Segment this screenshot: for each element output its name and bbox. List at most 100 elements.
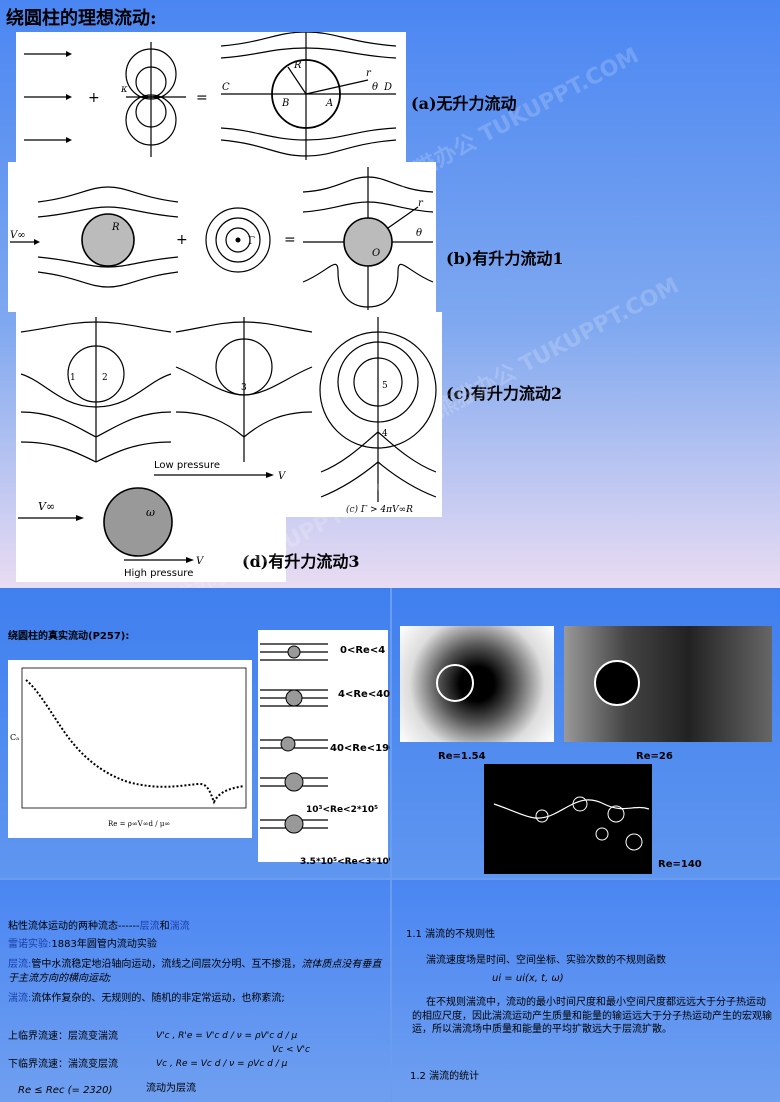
laminar-term: 层流 [139,921,160,932]
laminar-condition-text: 流动为层流 [146,1083,196,1094]
svg-text:+: + [176,232,188,248]
label-b: (b)有升力流动1 [446,249,564,268]
svg-text:=: = [196,90,208,106]
diagram-b-panel: V∞ R + Γ = [8,162,436,312]
laminar-text: 管中水流稳定地沿轴向运动，流线之间层次分明、互不掺混， [31,959,302,970]
rotating-cylinder [103,487,173,557]
scale-paragraph: 在不规则湍流中，流动的最小时间尺度和最小空间尺度都远远大于分子热运动的相应尺度，… [412,997,772,1035]
slide-laminar-turbulent: 粘性流体运动的两种流态------层流和湍流 雷诺实验:1883年圆管内流动实验… [0,880,390,1102]
label-re-1-54: Re=1.54 [438,751,486,762]
point-5: 5 [382,381,388,391]
turbulent-term: 湍流 [169,921,190,932]
regime-5: 3.5*10⁵<Re<3*10⁶ [300,857,390,867]
slide-real-flow: 绕圆柱的真实流动(P257): Cₐ Re = ρ∞V∞d / μ∞ 0<Re<… [0,588,390,878]
letter-B: B [281,98,289,109]
label-re-140: Re=140 [658,859,702,870]
slide2-title: 绕圆柱的真实流动(P257): [8,631,130,642]
vinf-label-d: V∞ [38,500,55,513]
drag-curve [25,679,245,805]
hatched-cylinder-b2 [343,217,393,267]
drag-chart-svg: Cₐ Re = ρ∞V∞d / μ∞ [10,667,247,828]
letter-A: A [325,98,333,109]
letter-O: O [372,248,380,259]
turbulent-text: 流体作复杂的、无规则的、随机的非定常运动，也称紊流; [31,993,285,1004]
v-label-bottom: V [196,556,205,567]
reynolds-text: 1883年圆管内流动实验 [51,939,157,950]
point-1: 1 [70,373,76,383]
velocity-formula: ui = ui(x, t, ω) [492,973,564,984]
cylinder-flow-b1 [37,186,179,288]
label-re-26: Re=26 [636,751,673,762]
diagram-a-svg: + κ = C D R [24,32,397,160]
drag-chart-panel: Cₐ Re = ρ∞V∞d / μ∞ [8,660,252,838]
irregular-function-text: 湍流速度场是时间、空间坐标、实验次数的不规则函数 [426,955,666,966]
turbulent-def: 湍流:流体作复杂的、无规则的、随机的非定常运动，也称紊流; [8,992,384,1006]
label-d: (d)有升力流动3 [242,552,360,571]
upper-critical: 上临界流速：层流变湍流 [8,1031,118,1042]
diagram-d-panel: V∞ ω V High pressure [16,480,286,582]
low-pressure-label: Low pressure [154,460,220,471]
reynolds-label: 雷诺实验: [8,939,52,950]
laminar-label: 层流: [8,959,32,970]
doublet-diagram [125,42,186,157]
uniform-flow-arrows [24,51,72,143]
kappa-label: κ [120,84,128,95]
flow-c1 [20,317,172,463]
letter-C: C [222,82,230,93]
vortex-diagram [205,207,271,273]
svg-text:=: = [284,232,296,248]
and-word: 和 [159,921,170,932]
omega-label: ω [146,506,155,519]
regimes-prefix: 粘性流体运动的两种流态------ [8,921,140,932]
slide-turbulence-irregularity: 1.1 湍流的不规则性 湍流速度场是时间、空间坐标、实验次数的不规则函数 ui … [392,880,780,1102]
diagram-a-panel: + κ = C D R [16,32,406,162]
section-1-1-heading: 1.1 湍流的不规则性 [406,929,496,940]
regime-3: 40<Re<190 [330,743,390,754]
slide1-title: 绕圆柱的理想流动: [6,8,157,29]
line-flow-regimes: 粘性流体运动的两种流态------层流和湍流 [8,920,190,934]
regime-svg [260,643,328,834]
label-a: (a)无升力流动 [411,94,517,113]
regime-2: 4<Re<40 [338,689,390,700]
letter-R-b: R [111,222,120,233]
flow-c3 [319,317,437,502]
point-2: 2 [102,373,108,383]
high-pressure-label: High pressure [124,568,193,579]
flow-c2 [175,317,313,462]
point-4: 4 [382,429,388,439]
letter-theta-b: θ [416,228,422,239]
laminar-def: 层流:管中水流稳定地沿轴向运动，流线之间层次分明、互不掺混，流体质点没有垂直于主… [8,958,384,985]
watermark: 熊猫办公 TUKUPPT.COM [391,43,644,194]
svg-text:+: + [88,90,100,106]
lower-critical: 下临界流速：湍流变层流 [8,1059,118,1070]
letter-r: r [366,68,372,79]
vinf-label: V∞ [10,230,26,241]
gamma-label: Γ [248,236,255,247]
letter-theta: θ [372,82,378,93]
letter-D: D [383,82,392,93]
diagram-d-svg: V∞ ω V High pressure [18,487,205,579]
photo-re-140 [484,764,652,874]
v-label-top: V [278,471,287,482]
letter-R: R [293,60,302,71]
line-reynolds: 雷诺实验:1883年圆管内流动实验 [8,938,157,952]
hatched-cylinder-b1 [81,213,135,267]
upper-formula: V'c , R'e = V'c d / ν = ρV'c d / μ [156,1031,298,1041]
cylinder-flow-a [220,32,397,160]
laminar-condition: Re ≤ Rec (= 2320) [18,1085,113,1096]
diagram-c-svg: 1 2 3 5 4 (c) Γ > 4πV∞R Low p [20,317,437,515]
point-3: 3 [241,383,247,393]
diagram-b-svg: V∞ R + Γ = [10,167,434,310]
slide-flow-photos: Re=1.54 Re=26 Re=140 [392,588,780,878]
label-c: (c)有升力流动2 [446,384,563,403]
laminar-italic: 流体质点没有垂直于主流方向的横向运动; [8,959,382,984]
diagram-c-caption: (c) Γ > 4πV∞R [346,504,413,515]
regime-4: 10³<Re<2*10⁵ [306,805,379,815]
regime-panel [258,630,388,862]
section-1-2-heading: 1.2 湍流的统计 [410,1071,480,1082]
critical-inequality: Vc < V'c [272,1045,310,1055]
axis-x-label: Re = ρ∞V∞d / μ∞ [108,820,170,828]
letter-r-b: r [418,198,424,209]
photo-re-1-54 [400,626,554,742]
lower-formula: Vc , Re = Vc d / ν = ρVc d / μ [156,1059,288,1069]
